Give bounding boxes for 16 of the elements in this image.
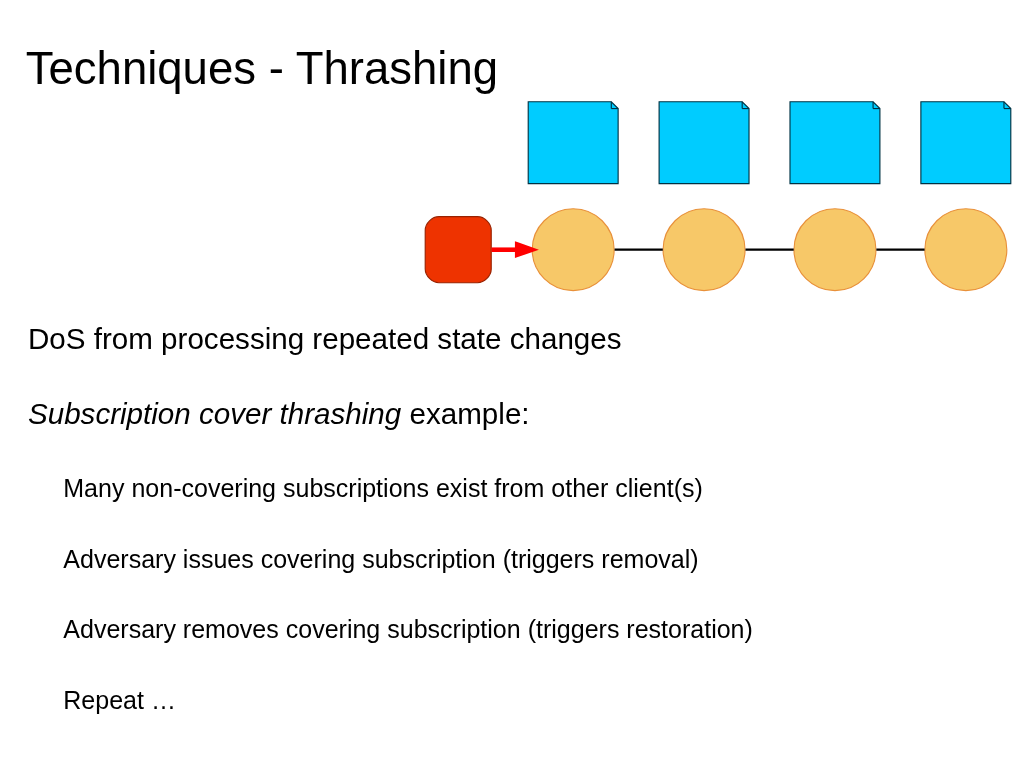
label: DoS from processing repeated state changes: [28, 322, 622, 356]
label: Adversary issues covering subscription (triggers removal): [63, 544, 699, 573]
node-circle: [924, 208, 1008, 292]
node-circle: [793, 208, 877, 292]
node-box: [424, 216, 492, 284]
connector: [876, 248, 925, 251]
label: Adversary removes covering subscription (triggers restoration): [63, 615, 753, 644]
arrow: [491, 241, 539, 259]
label: Repeat …: [63, 686, 176, 715]
connector: [614, 248, 663, 251]
node-circle: [531, 208, 615, 292]
label: Subscription cover thrashing example:: [28, 397, 530, 431]
label: Many non-covering subscriptions exist from other client(s): [63, 474, 703, 503]
diagram-title: Techniques - Thrashing: [25, 42, 499, 94]
connector: [745, 248, 794, 251]
node-circle: [662, 208, 746, 292]
